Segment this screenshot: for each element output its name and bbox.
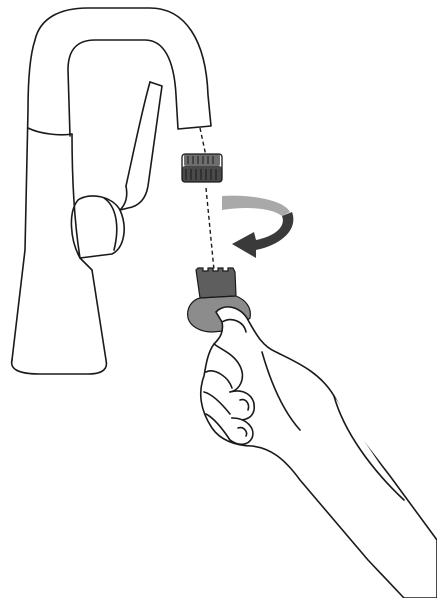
counterclockwise-arrow-icon <box>222 196 293 258</box>
alignment-dashed-line <box>200 128 214 270</box>
faucet-icon <box>12 8 211 374</box>
aerator-icon <box>182 154 222 182</box>
hand-icon <box>201 307 437 598</box>
